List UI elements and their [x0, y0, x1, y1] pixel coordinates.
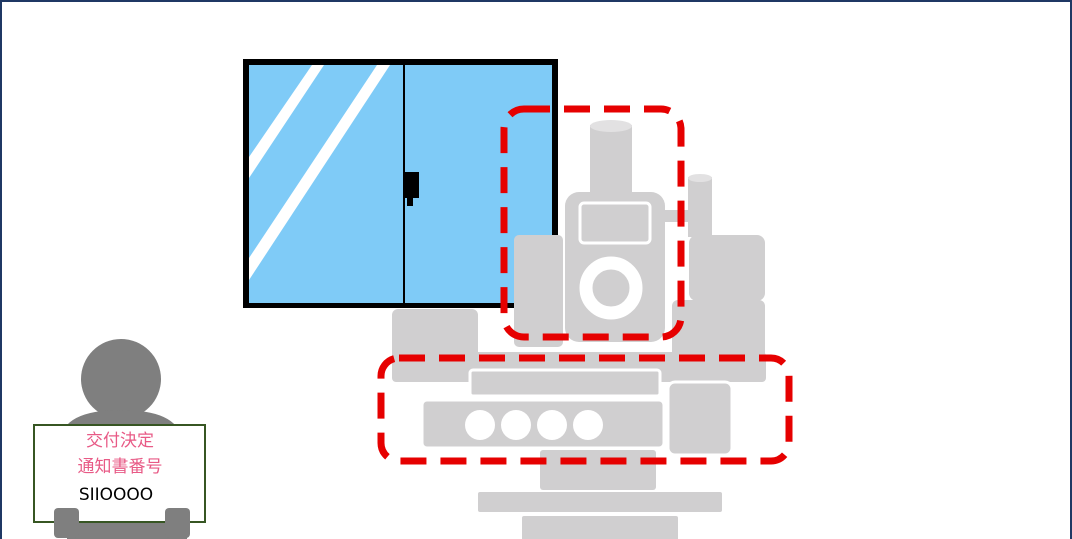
machine-right-lower	[672, 300, 765, 360]
panel-button-2	[501, 410, 531, 440]
panel-button-3	[537, 410, 567, 440]
machine-base-middle	[478, 492, 722, 512]
machine-right-pedestal	[666, 380, 734, 457]
panel-button-1	[465, 410, 495, 440]
person-left-hand	[54, 508, 79, 538]
person-head	[81, 339, 161, 419]
machine-left-block	[514, 235, 563, 347]
window-icon	[243, 59, 558, 308]
window-glass-left	[249, 65, 403, 303]
highlight-box-head	[500, 105, 685, 341]
panel-button-4	[573, 410, 603, 440]
person-icon: 交付決定 通知書番号 SIIOOOO	[33, 339, 206, 539]
highlight-box-table	[377, 354, 793, 465]
machine-right-block	[689, 235, 765, 301]
machine-base-upper	[540, 450, 656, 490]
machine-table-top-strip	[468, 368, 662, 398]
sign-line-3: SIIOOOO	[79, 485, 153, 505]
glass-reflection-1	[249, 65, 324, 178]
machine-side-post	[688, 177, 712, 237]
machine-base-lower	[522, 516, 678, 539]
sign-line-1: 交付決定	[86, 431, 154, 451]
machine-side-link	[662, 210, 692, 222]
person-right-hand	[165, 508, 190, 538]
window-lock-icon	[405, 172, 419, 198]
sign-line-2: 通知書番号	[78, 457, 163, 477]
machine-spindle-top	[590, 125, 632, 197]
machine-head-window	[578, 201, 652, 245]
machine-spindle-cap	[590, 120, 632, 132]
machine-side-post-cap	[688, 174, 712, 182]
glass-reflection-2	[249, 65, 390, 280]
sign-board	[33, 424, 206, 523]
machine-head-ring	[579, 256, 643, 320]
window-lock-tab	[407, 196, 413, 206]
